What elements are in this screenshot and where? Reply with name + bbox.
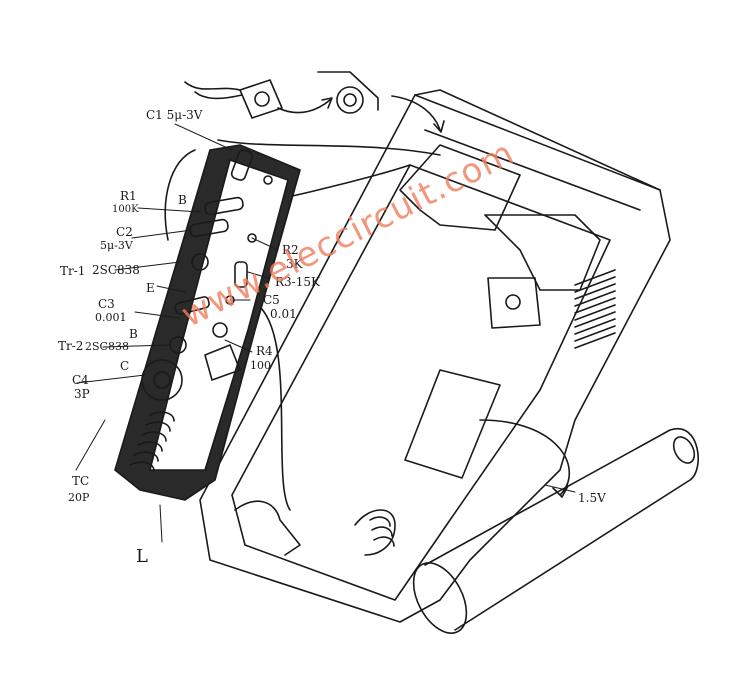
label-r2: R2 — [282, 243, 299, 257]
leader-lines — [75, 123, 576, 543]
label-c: C — [120, 359, 130, 373]
label-b2: B — [129, 327, 138, 341]
label-tr2: Tr-2 — [58, 339, 84, 353]
components — [141, 149, 273, 401]
label-c5-value: 0.01 — [270, 307, 297, 321]
battery-window — [404, 369, 501, 479]
label-r1: R1 — [120, 189, 137, 203]
speaker-bracket — [399, 144, 521, 231]
wire-1 — [217, 139, 441, 156]
label-c3-value: 0.001 — [95, 311, 127, 324]
mount-plate — [487, 277, 541, 329]
label-c2-value: 5μ-3V — [100, 239, 133, 252]
label-battery: 1.5V — [578, 491, 606, 505]
label-r4-value: 100 — [250, 359, 271, 372]
label-b1: B — [178, 193, 187, 207]
label-r3: R3-15K — [275, 275, 320, 289]
case-cavity — [231, 164, 611, 601]
label-c2: C2 — [116, 225, 133, 239]
battery-spring-right — [354, 509, 396, 556]
wire-3 — [249, 299, 291, 511]
label-tr2-part: 2SC838 — [85, 340, 129, 353]
label-e: E — [146, 281, 155, 295]
circuit-board-front — [149, 159, 289, 471]
label-r4: R4 — [256, 344, 273, 358]
battery-spring-left — [234, 500, 301, 556]
speaker-leads — [184, 81, 243, 100]
mount-arrow — [391, 95, 445, 133]
case-lid-edge — [414, 89, 661, 191]
label-c3: C3 — [98, 297, 115, 311]
coil-l — [129, 411, 175, 472]
label-tr1: Tr-1 — [60, 264, 86, 278]
speaker-part — [239, 79, 283, 119]
case-outline — [199, 94, 671, 623]
label-l: L — [136, 546, 148, 567]
label-c5: C5 — [263, 293, 280, 307]
speaker-arrow — [277, 97, 333, 114]
label-c4: C4 — [72, 373, 89, 387]
label-tc-value: 20P — [68, 491, 90, 504]
wire-4 — [164, 149, 196, 241]
label-tr1-part: 2SC838 — [92, 263, 140, 277]
label-c1: C1 5μ-3V — [146, 108, 203, 122]
label-tc: TC — [72, 474, 90, 488]
label-r1-value: 100K — [112, 204, 139, 215]
label-c4-value: 3P — [74, 387, 90, 401]
label-r2-value: 3K — [286, 257, 303, 271]
heatsink-fins — [574, 269, 616, 349]
speaker-cone — [317, 71, 379, 114]
battery-cell — [412, 427, 699, 634]
